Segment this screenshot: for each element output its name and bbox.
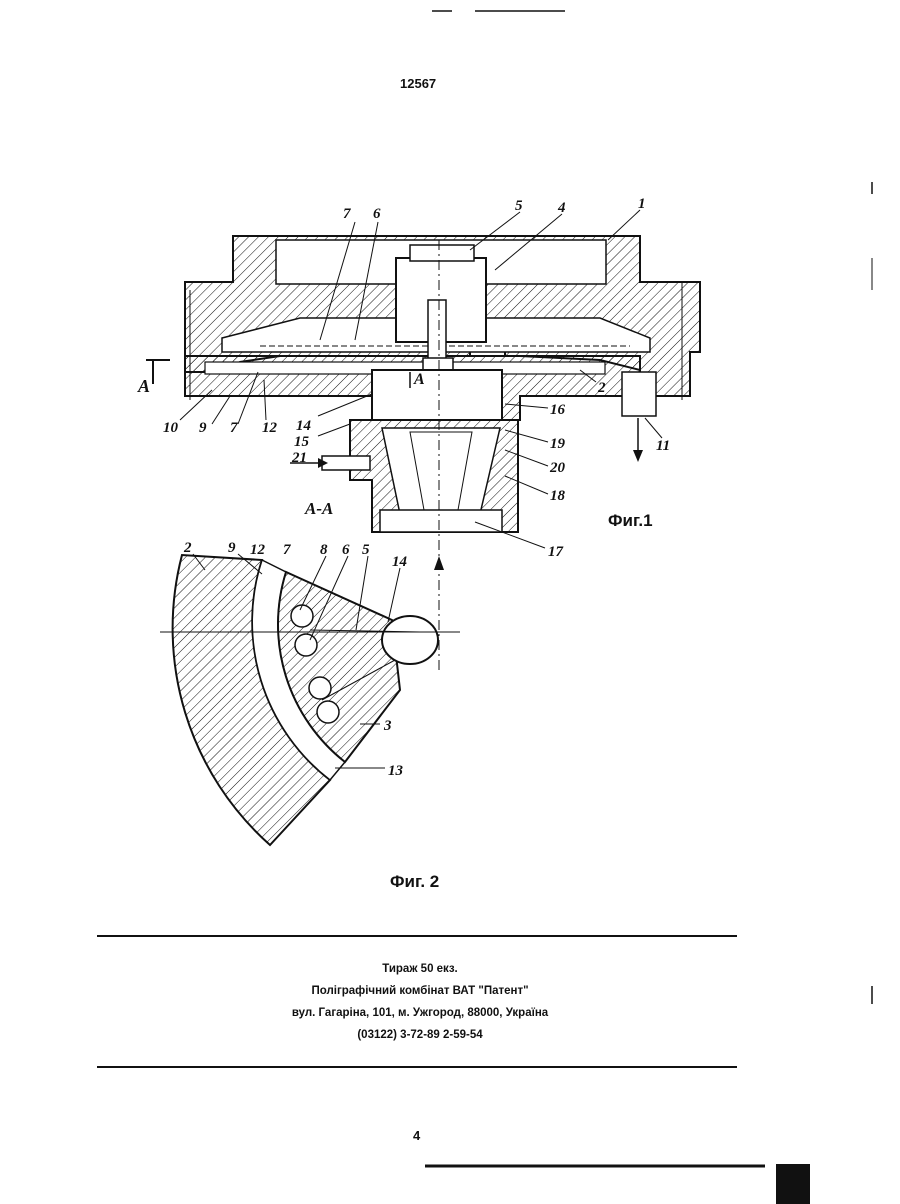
colophon-publisher: Поліграфічний комбінат ВАТ "Патент" [100,980,740,1002]
fig1-label-15: 15 [294,434,310,450]
fig2-label-3: 3 [383,718,392,734]
fig1-section-mark-2: A [413,371,425,388]
fig1-label-4: 5 [515,198,523,214]
fig1-label-19: 19 [550,436,566,452]
fig1-label-7: 7 [230,420,238,436]
fig1-label-9: 9 [199,420,207,436]
fig1-label-10: 10 [163,420,179,436]
figure-2-drawing [160,554,460,845]
fig1-label-1: 1 [638,196,646,212]
fig1-label-16: 16 [550,402,566,418]
fig1-label-12: 12 [262,420,278,436]
fig1-label-2: 2 [597,380,606,396]
page-number: 4 [413,1128,420,1143]
colophon: Тираж 50 екз. Поліграфічний комбінат ВАТ… [100,958,740,1046]
colophon-print-run: Тираж 50 екз. [100,958,740,980]
fig1-label-21: 21 [291,450,307,466]
fig2-label-5: 5 [362,542,370,558]
fig1-label-6: 7 [343,206,351,222]
fig2-label-7: 7 [283,542,291,558]
fig2-label-12: 12 [250,542,266,558]
figure-1-caption: Фиг.1 [608,511,653,531]
fig2-label-6: 6 [342,542,350,558]
fig2-section-title: A-A [304,499,333,518]
fig1-label-14: 14 [296,418,312,434]
fig1-label-5: 6 [373,206,381,222]
colophon-address: вул. Гагаріна, 101, м. Ужгород, 88000, У… [100,1002,740,1024]
colophon-phones: (03122) 3-72-89 2-59-54 [100,1024,740,1046]
fig1-label-20: 20 [549,460,566,476]
fig2-label-14: 14 [392,554,408,570]
fig1-label-11: 11 [656,438,670,454]
colophon-bottom-rule [97,1066,737,1068]
fig2-label-2: 2 [183,540,192,556]
fig1-label-3: 4 [557,200,566,216]
fig1-label-17: 17 [548,544,564,560]
fig1-section-mark: A [137,376,150,396]
fig2-label-13: 13 [388,763,404,779]
fig2-label-9: 9 [228,540,236,556]
fig2-label-8: 8 [320,542,328,558]
fig1-label-18: 18 [550,488,566,504]
colophon-top-rule [97,935,737,937]
figure-2-caption: Фиг. 2 [390,872,439,892]
